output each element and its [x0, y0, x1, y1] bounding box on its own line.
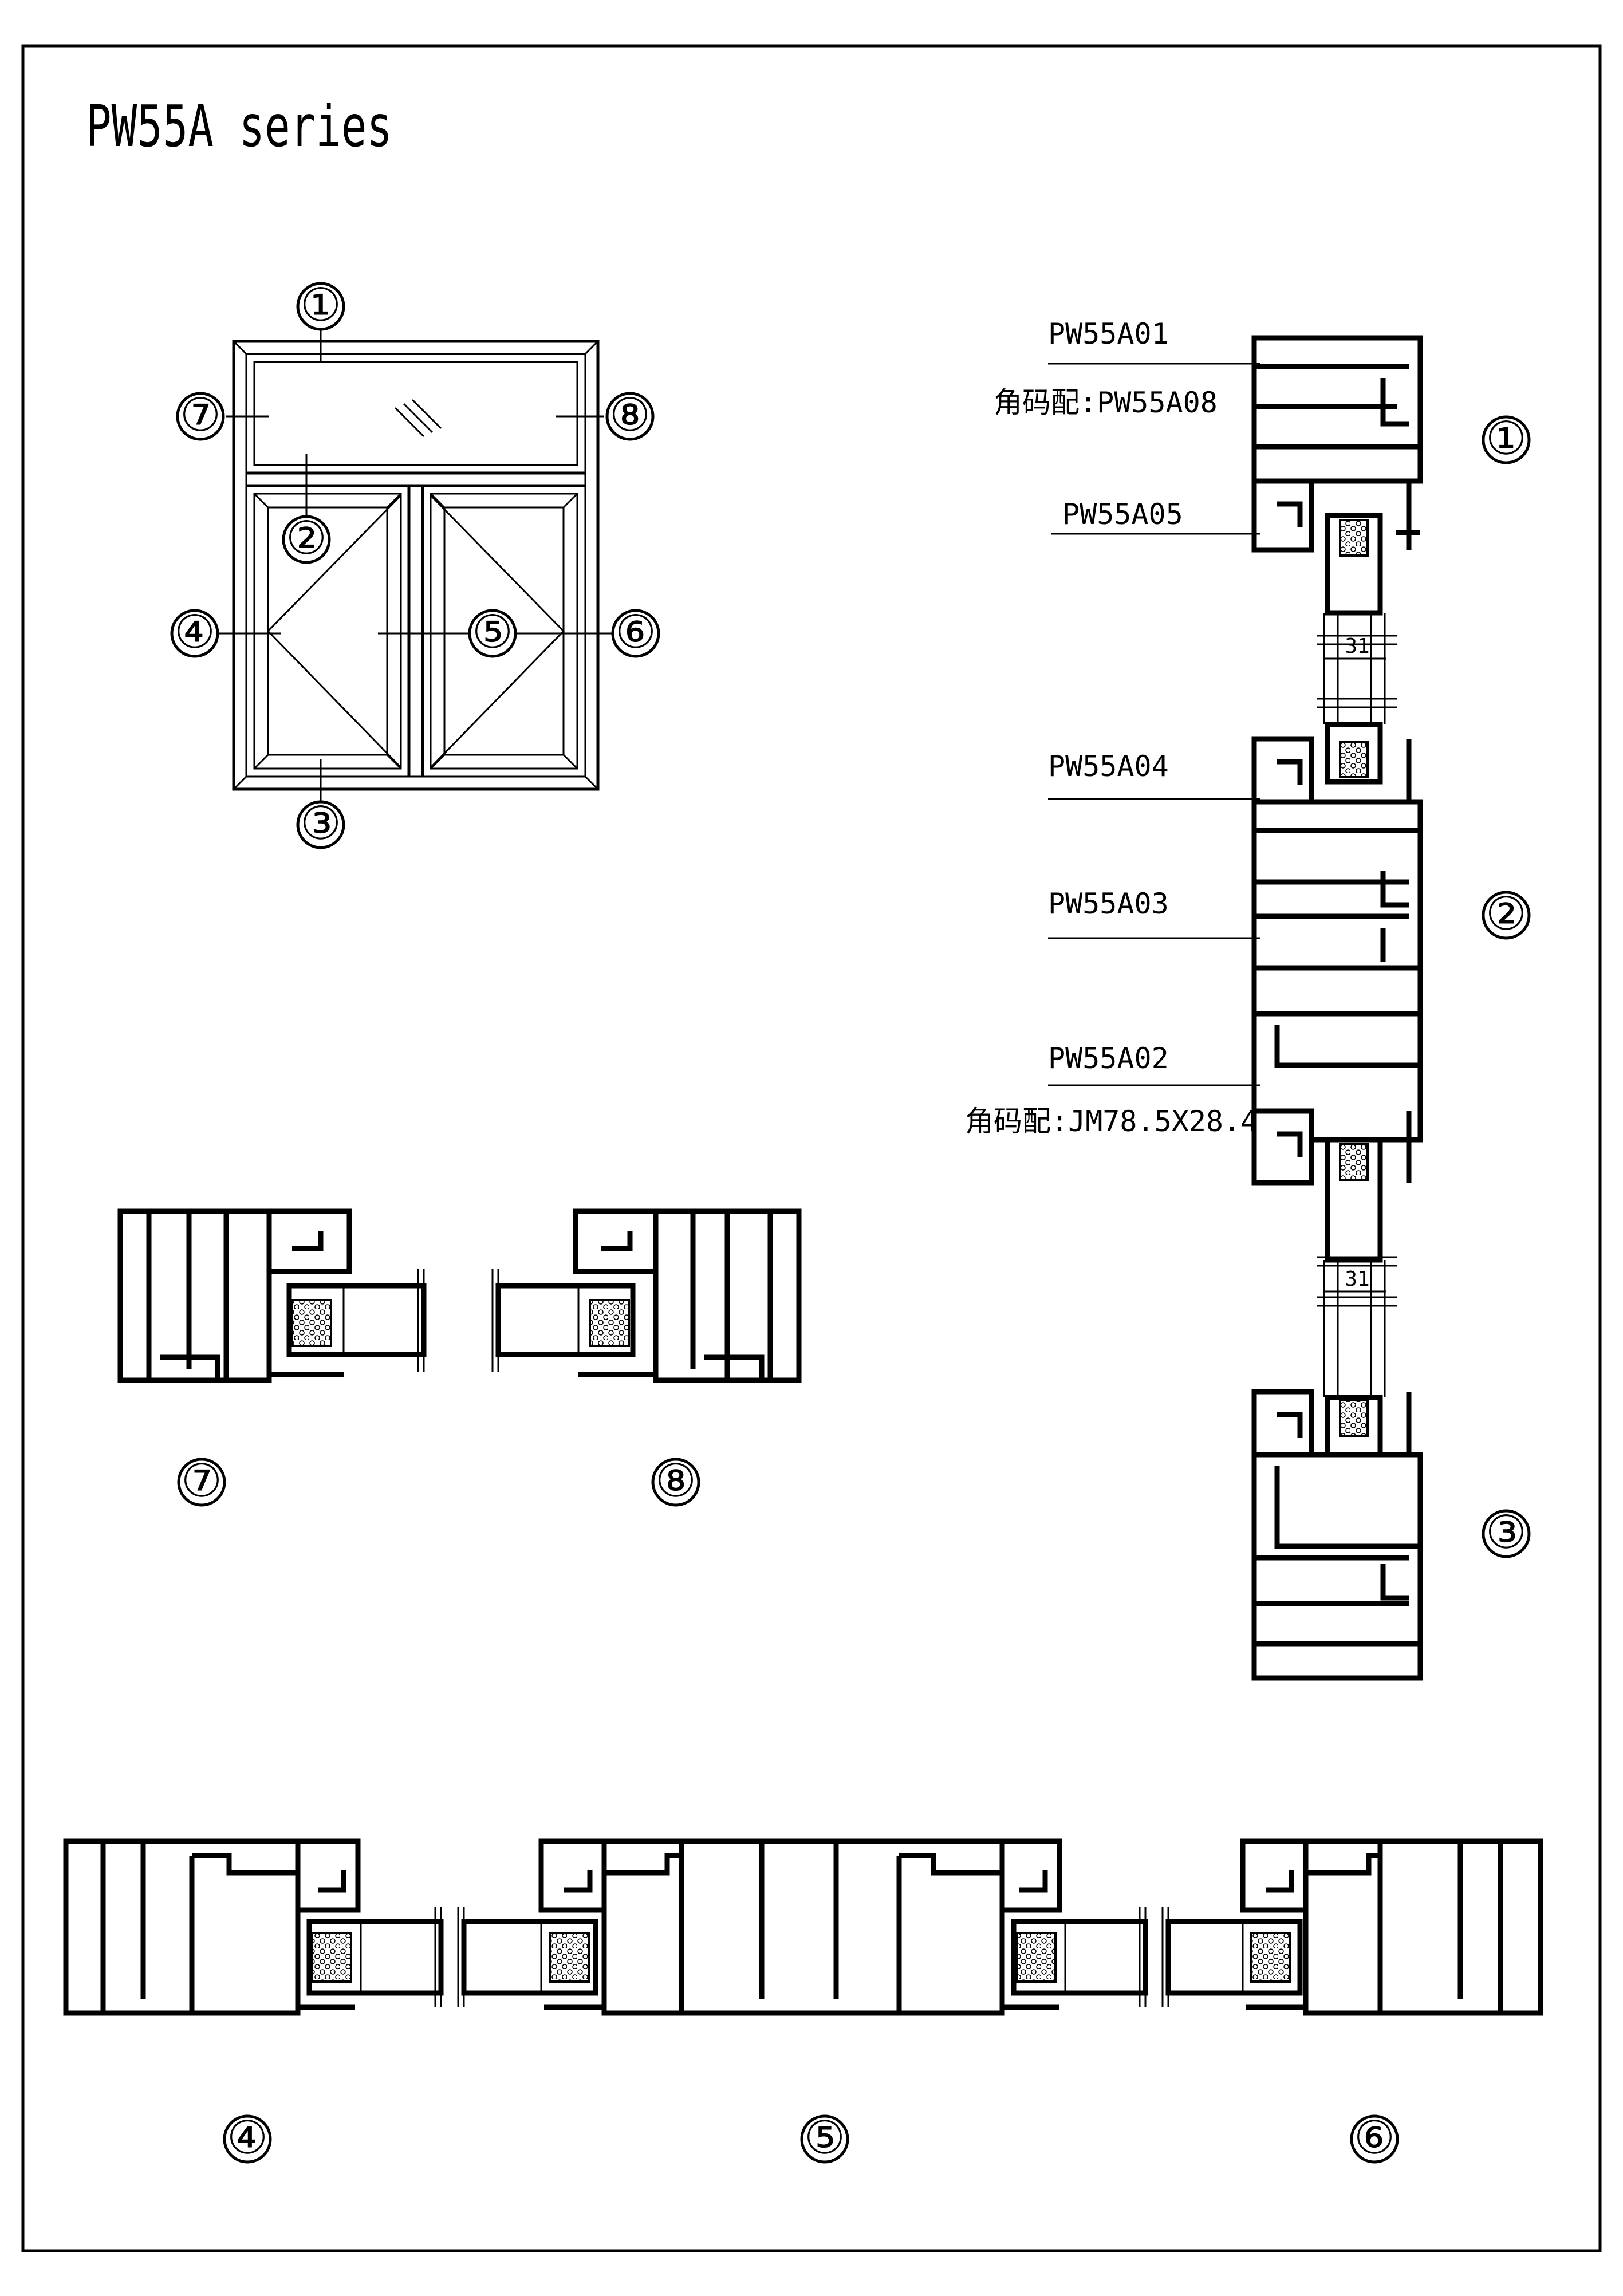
svg-text:PW55A03: PW55A03 [1048, 887, 1169, 920]
svg-text:⑦: ⑦ [181, 1454, 222, 1507]
section-callout-7: ⑦ [177, 1454, 226, 1507]
sheet-border [21, 44, 1602, 2252]
section-callout-6: ⑥ [1350, 2111, 1399, 2164]
callout-4: ④ [170, 605, 219, 659]
svg-text:⑥: ⑥ [1354, 2111, 1395, 2164]
svg-text:②: ② [286, 511, 327, 565]
callout-5: ⑤ [468, 605, 517, 659]
svg-text:PW55A05: PW55A05 [1062, 498, 1183, 531]
page-title: PW55A series [86, 93, 392, 160]
profile-label-pw55a04: PW55A04 [1048, 750, 1260, 800]
section-callout-4: ④ [223, 2111, 272, 2164]
svg-text:③: ③ [1486, 1506, 1527, 1559]
section-callout-2: ② [1482, 887, 1531, 940]
svg-text:⑦: ⑦ [180, 388, 221, 442]
profile-label-pw55a02: PW55A02 [1048, 1042, 1260, 1086]
callout-3: ③ [296, 797, 345, 850]
svg-text:PW55A01: PW55A01 [1048, 317, 1169, 350]
callout-2: ② [282, 511, 331, 565]
section-8 [491, 1208, 802, 1383]
callout-6: ⑥ [611, 605, 660, 659]
section-7 [117, 1208, 427, 1383]
svg-text:③: ③ [300, 797, 341, 850]
section-callout-3: ③ [1482, 1506, 1531, 1559]
svg-text:①: ① [1486, 412, 1527, 465]
section-callout-8: ⑧ [651, 1454, 700, 1507]
svg-text:②: ② [1486, 887, 1527, 940]
dimension-31-upper: 31 [1345, 635, 1369, 658]
window-elevation [218, 329, 613, 802]
svg-text:PW55A02: PW55A02 [1048, 1042, 1169, 1075]
svg-text:⑧: ⑧ [609, 388, 651, 442]
section-5 [457, 1838, 1148, 2016]
svg-text:⑤: ⑤ [472, 605, 513, 659]
profile-label-pw55a01: PW55A01 [1048, 317, 1260, 365]
section-callout-1: ① [1482, 412, 1531, 465]
svg-text:⑧: ⑧ [655, 1454, 696, 1507]
svg-text:⑤: ⑤ [804, 2111, 845, 2164]
svg-text:④: ④ [227, 2111, 268, 2164]
svg-text:⑥: ⑥ [615, 605, 656, 659]
section-6 [1161, 1838, 1543, 2016]
callout-1: ① [296, 278, 345, 332]
callout-7: ⑦ [176, 388, 225, 442]
profile-label-pw55a05: PW55A05 [1051, 498, 1260, 535]
callout-8: ⑧ [605, 388, 655, 442]
svg-text:PW55A04: PW55A04 [1048, 750, 1169, 783]
profile-label-corner-jm78: 角码配:JM78.5X28.4 [965, 1105, 1258, 1138]
profile-label-pw55a03: PW55A03 [1048, 887, 1260, 939]
section-4 [63, 1838, 444, 2016]
profile-label-corner-pw55a08: 角码配:PW55A08 [994, 386, 1218, 419]
svg-text:④: ④ [174, 605, 215, 659]
dimension-31-lower: 31 [1345, 1267, 1369, 1291]
svg-text:①: ① [300, 278, 341, 332]
vertical-section: 31 31 [1251, 335, 1423, 1681]
section-callout-5: ⑤ [800, 2111, 849, 2164]
